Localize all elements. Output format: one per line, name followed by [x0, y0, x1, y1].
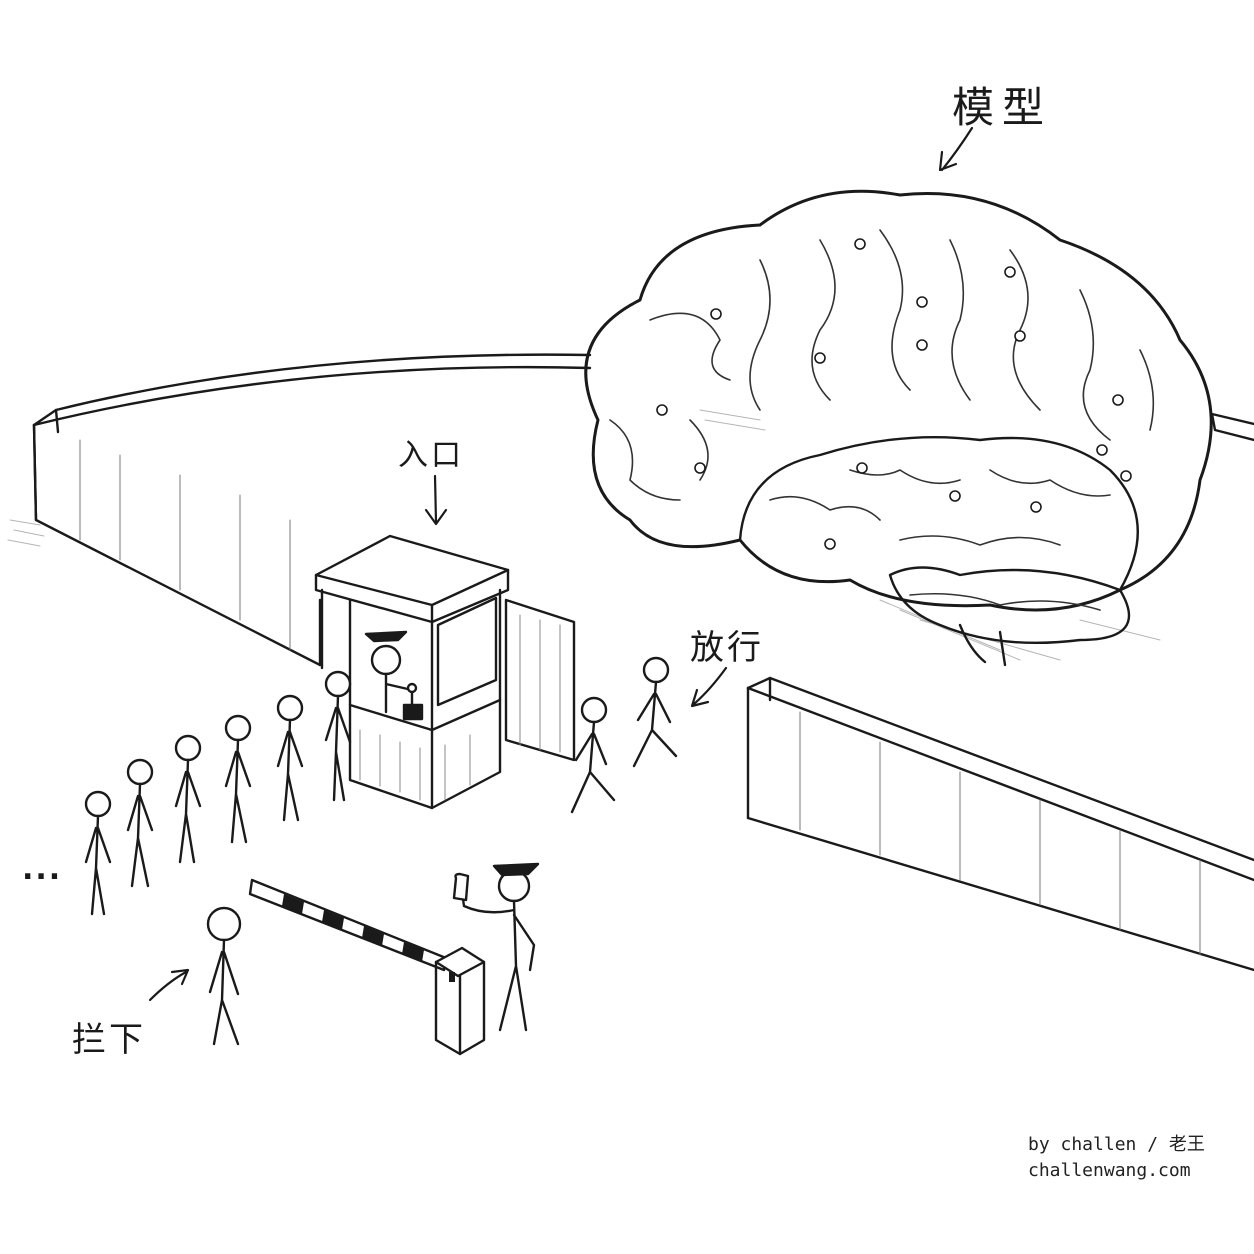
- annotation-arrows: [148, 126, 974, 1002]
- entrance-label: 入口: [398, 438, 464, 473]
- model-label: 模型: [952, 83, 1053, 132]
- gate-guard: [452, 862, 540, 1032]
- stick-figure: [224, 714, 252, 844]
- guard-booth: [314, 534, 576, 810]
- stick-figure: [126, 758, 154, 888]
- queue-figures: [84, 670, 352, 916]
- stick-figure: [84, 790, 112, 916]
- stick-figure: [276, 694, 304, 822]
- stick-figure: [174, 734, 202, 864]
- wall-left: [32, 353, 592, 667]
- stick-figure: [324, 670, 352, 802]
- blocked-figure: [206, 906, 242, 1046]
- barrier-gate: [248, 878, 486, 1056]
- queue-ellipsis: ...: [22, 852, 63, 887]
- wall-right: [746, 412, 1254, 972]
- blocked-label: 拦下: [72, 1020, 146, 1060]
- pass-label: 放行: [690, 628, 764, 668]
- brain-illustration: [584, 189, 1213, 667]
- ground-shadows: [7, 409, 1161, 661]
- stick-figure: [570, 696, 616, 814]
- author-credit: by challen / 老王: [1028, 1134, 1205, 1155]
- passed-figures: [570, 656, 678, 814]
- author-website: challenwang.com: [1028, 1160, 1191, 1181]
- stick-figure: [632, 656, 678, 768]
